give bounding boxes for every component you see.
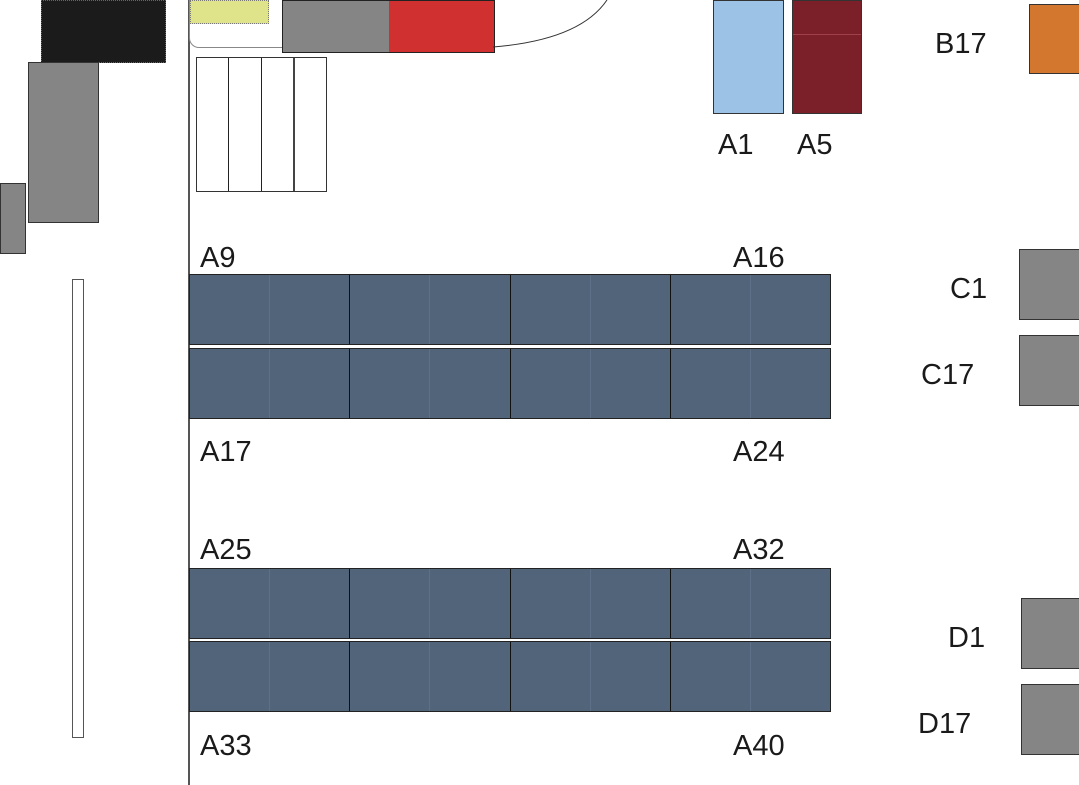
label-d1: D1 <box>948 622 986 654</box>
gray-section <box>283 1 389 52</box>
booth-block <box>510 569 671 638</box>
booth-c17[interactable] <box>1019 335 1079 406</box>
booth[interactable] <box>350 642 431 711</box>
booth[interactable] <box>510 642 591 711</box>
booth-block <box>190 569 351 638</box>
booth[interactable] <box>190 349 271 418</box>
booth[interactable] <box>510 275 591 344</box>
black-block <box>41 0 166 63</box>
booth-block <box>670 349 830 418</box>
booth[interactable] <box>430 349 510 418</box>
booth-block <box>350 275 511 344</box>
label-d17: D17 <box>918 708 972 740</box>
booth-d1[interactable] <box>1021 598 1079 669</box>
booth[interactable] <box>350 349 431 418</box>
booth-block <box>350 349 511 418</box>
label-a16: A16 <box>733 242 785 274</box>
booth[interactable] <box>750 569 830 638</box>
booth-a1[interactable] <box>713 0 784 114</box>
booth[interactable] <box>430 569 510 638</box>
booth[interactable] <box>190 275 271 344</box>
booth[interactable] <box>670 275 751 344</box>
label-a17: A17 <box>200 436 252 468</box>
booth[interactable] <box>590 642 670 711</box>
booth[interactable] <box>430 642 510 711</box>
curved-wall <box>492 0 608 48</box>
label-a9: A9 <box>200 242 236 274</box>
booth[interactable] <box>270 642 350 711</box>
label-c17: C17 <box>921 359 975 391</box>
booth[interactable] <box>750 642 830 711</box>
booth-row-a33-a40 <box>189 641 831 712</box>
booth-block <box>670 275 830 344</box>
label-a33: A33 <box>200 730 252 762</box>
booth-block <box>510 349 671 418</box>
label-c1: C1 <box>950 273 988 305</box>
booth[interactable] <box>590 349 670 418</box>
booth[interactable] <box>750 275 830 344</box>
label-a25: A25 <box>200 534 252 566</box>
booth[interactable] <box>270 275 350 344</box>
booth[interactable] <box>670 569 751 638</box>
booth[interactable] <box>670 349 751 418</box>
label-a5: A5 <box>797 129 833 161</box>
booth-block <box>670 569 830 638</box>
booth[interactable] <box>750 349 830 418</box>
booth[interactable] <box>510 349 591 418</box>
booth-row-a9-a16 <box>189 274 831 345</box>
label-a24: A24 <box>733 436 785 468</box>
label-b17: B17 <box>935 28 987 60</box>
booth-a5[interactable] <box>792 0 862 114</box>
booth-row-a17-a24 <box>189 348 831 419</box>
booth[interactable] <box>670 642 751 711</box>
booth-d17[interactable] <box>1021 684 1079 755</box>
booth-block <box>510 642 671 711</box>
booth[interactable] <box>350 569 431 638</box>
booth[interactable] <box>350 275 431 344</box>
booth-block <box>670 642 830 711</box>
booth-block <box>190 275 351 344</box>
booth-block <box>190 642 351 711</box>
booth[interactable] <box>590 569 670 638</box>
red-section <box>388 1 494 52</box>
label-a40: A40 <box>733 730 785 762</box>
booth-block <box>350 642 511 711</box>
booth-block <box>350 569 511 638</box>
narrow-bar <box>72 279 84 738</box>
gray-block-left-tall <box>28 62 99 223</box>
gray-red-block <box>282 0 495 53</box>
label-a32: A32 <box>733 534 785 566</box>
gray-block-left-small <box>0 183 26 254</box>
booth[interactable] <box>190 642 271 711</box>
booth-b17[interactable] <box>1029 4 1079 74</box>
booth[interactable] <box>270 349 350 418</box>
yellow-block <box>190 0 269 24</box>
booth-block <box>510 275 671 344</box>
booth[interactable] <box>430 275 510 344</box>
booth[interactable] <box>190 569 271 638</box>
label-a1: A1 <box>718 129 754 161</box>
white-stalls <box>196 57 327 192</box>
booth[interactable] <box>510 569 591 638</box>
booth[interactable] <box>590 275 670 344</box>
booth[interactable] <box>270 569 350 638</box>
booth-c1[interactable] <box>1019 249 1079 320</box>
booth-row-a25-a32 <box>189 568 831 639</box>
booth-block <box>190 349 351 418</box>
